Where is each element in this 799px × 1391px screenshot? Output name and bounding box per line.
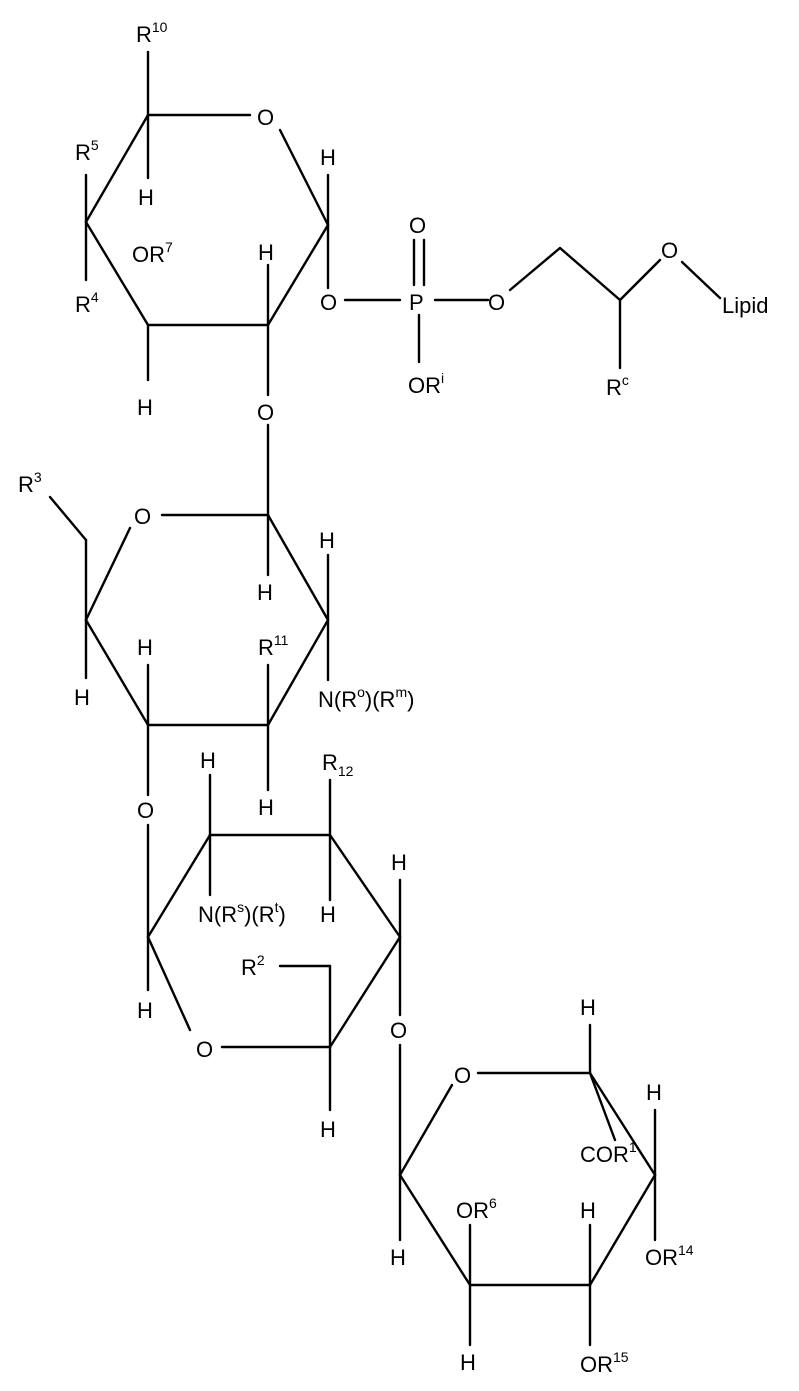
ring-3-bonds — [148, 775, 400, 1110]
label-rc: Rc — [606, 372, 629, 400]
label-ring3-h-bottom: H — [320, 1117, 336, 1142]
label-ring4-h-right: H — [646, 1080, 662, 1105]
label-or6: OR6 — [456, 1195, 497, 1223]
label-r3: R3 — [18, 469, 42, 497]
label-glycerol-oxygen: O — [661, 238, 678, 263]
label-ring2-h-c4: H — [137, 635, 153, 660]
label-lipid: Lipid — [722, 293, 768, 318]
label-ring2-glyco-oxygen: O — [137, 798, 154, 823]
label-ring4-h-mid: H — [580, 1198, 596, 1223]
label-ring1-h-c3: H — [137, 395, 153, 420]
label-ring1-oxygen: O — [257, 105, 274, 130]
label-ring3-h-right: H — [391, 850, 407, 875]
label-ring2-h-c3: H — [258, 795, 274, 820]
label-ester-oxygen: O — [488, 290, 505, 315]
label-or15: OR15 — [580, 1349, 629, 1377]
label-ring3-h-left: H — [137, 998, 153, 1023]
label-ring2-h-c2: H — [257, 580, 273, 605]
label-r5: R5 — [75, 137, 99, 165]
label-ori: ORi — [408, 370, 444, 398]
label-phosphoryl-oxygen: O — [409, 213, 426, 238]
ring-1-bonds — [86, 52, 720, 395]
label-n-ro-rm: N(Ro)(Rm) — [318, 684, 414, 712]
label-or7: OR7 — [132, 239, 173, 267]
label-ring3-glyco-oxygen: O — [390, 1018, 407, 1043]
label-ring4-h-bottom: H — [460, 1350, 476, 1375]
label-ring3-oxygen: O — [196, 1037, 213, 1062]
label-ring3-h-mid: H — [320, 902, 336, 927]
label-ring2-h-c1: H — [319, 528, 335, 553]
label-ring1-h-c2: H — [258, 240, 274, 265]
label-or14: OR14 — [645, 1242, 694, 1270]
label-n-rs-rt: N(Rs)(Rt) — [198, 899, 286, 927]
label-ring1-glyco-oxygen: O — [257, 400, 274, 425]
label-r10: R10 — [136, 19, 168, 47]
label-r12: R12 — [322, 750, 354, 779]
label-ring2-oxygen: O — [134, 504, 151, 529]
ring-4-bonds — [400, 1025, 655, 1345]
label-r4: R4 — [75, 289, 99, 317]
label-r11: R11 — [258, 632, 289, 660]
label-ring4-h-top: H — [580, 995, 596, 1020]
label-ring4-h-left: H — [390, 1245, 406, 1270]
label-r2: R2 — [241, 952, 265, 980]
label-ring2-h-c5: H — [74, 685, 90, 710]
label-phosphorus: P — [409, 290, 424, 315]
label-ring1-h-c5: H — [138, 185, 154, 210]
label-ring4-oxygen: O — [454, 1063, 471, 1088]
ring-2-bonds — [50, 425, 328, 795]
label-ring3-h-top: H — [200, 748, 216, 773]
label-cor1: COR1 — [580, 1139, 637, 1167]
label-ring1-h-anomeric: H — [320, 145, 336, 170]
label-ring1-phos-oxygen: O — [320, 290, 337, 315]
